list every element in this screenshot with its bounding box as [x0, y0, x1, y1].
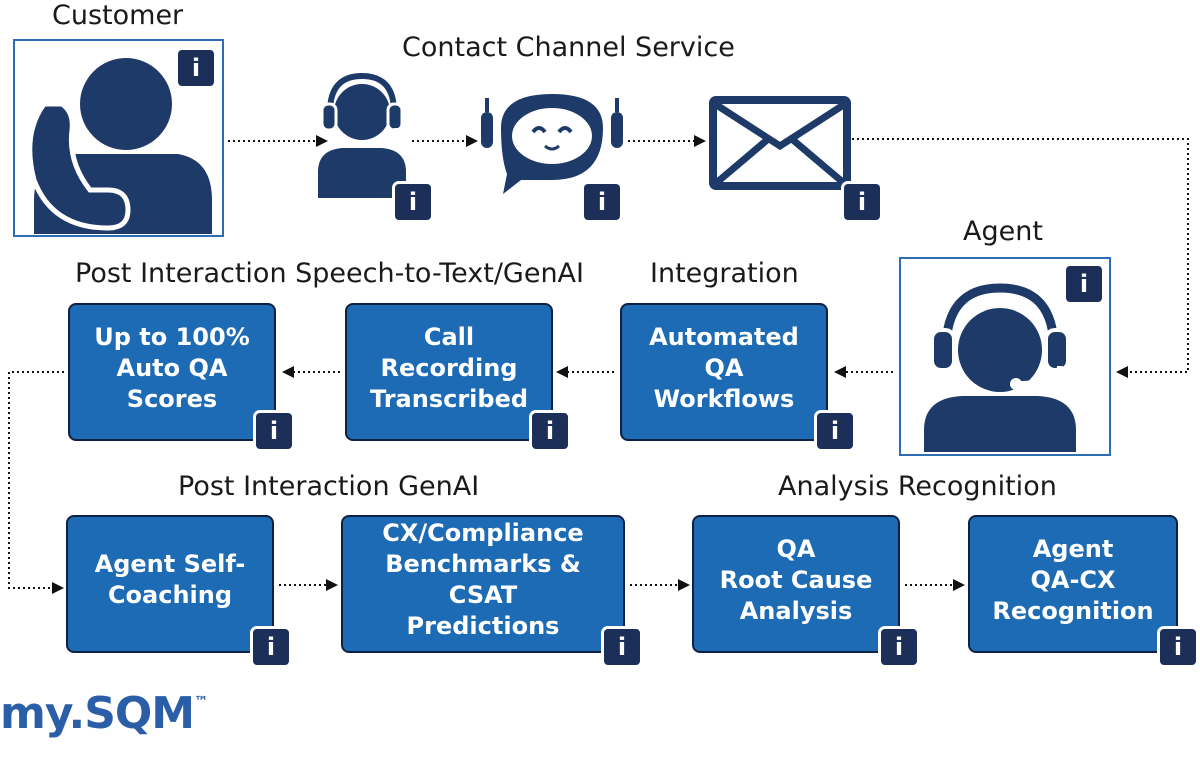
info-icon[interactable]: i [175, 47, 217, 89]
info-icon[interactable]: i [581, 181, 623, 223]
agent-self-coaching-box[interactable]: Agent Self-Coaching [66, 515, 274, 653]
info-icon[interactable]: i [250, 626, 292, 668]
logo-trademark: ™ [194, 694, 208, 710]
customer-label: Customer [52, 0, 184, 31]
agent-label: Agent [963, 216, 1043, 247]
info-icon[interactable]: i [814, 410, 856, 452]
contact-channel-label: Contact Channel Service [402, 32, 735, 63]
post-genai-label: Post Interaction GenAI [178, 471, 480, 502]
info-icon[interactable]: i [878, 626, 920, 668]
info-icon[interactable]: i [601, 626, 643, 668]
arrow-autoqa-to-coaching [8, 371, 64, 594]
post-stt-label: Post Interaction Speech-to-Text/GenAI [75, 258, 584, 289]
info-icon[interactable]: i [841, 181, 883, 223]
integration-label: Integration [650, 258, 799, 289]
agent-headset-icon [924, 283, 1076, 452]
info-icon[interactable]: i [1063, 263, 1105, 305]
headset-agent-icon [318, 72, 406, 198]
info-icon[interactable]: i [529, 410, 571, 452]
info-icon[interactable]: i [392, 181, 434, 223]
envelope-icon [709, 96, 851, 190]
logo-text: my.SQM [0, 688, 195, 739]
mysqm-logo: my.SQM™ [0, 688, 208, 739]
phone-customer-icon [27, 58, 212, 234]
info-icon[interactable]: i [253, 410, 295, 452]
analysis-label: Analysis Recognition [778, 471, 1057, 502]
info-icon[interactable]: i [1157, 626, 1199, 668]
chatbot-icon [481, 94, 623, 194]
